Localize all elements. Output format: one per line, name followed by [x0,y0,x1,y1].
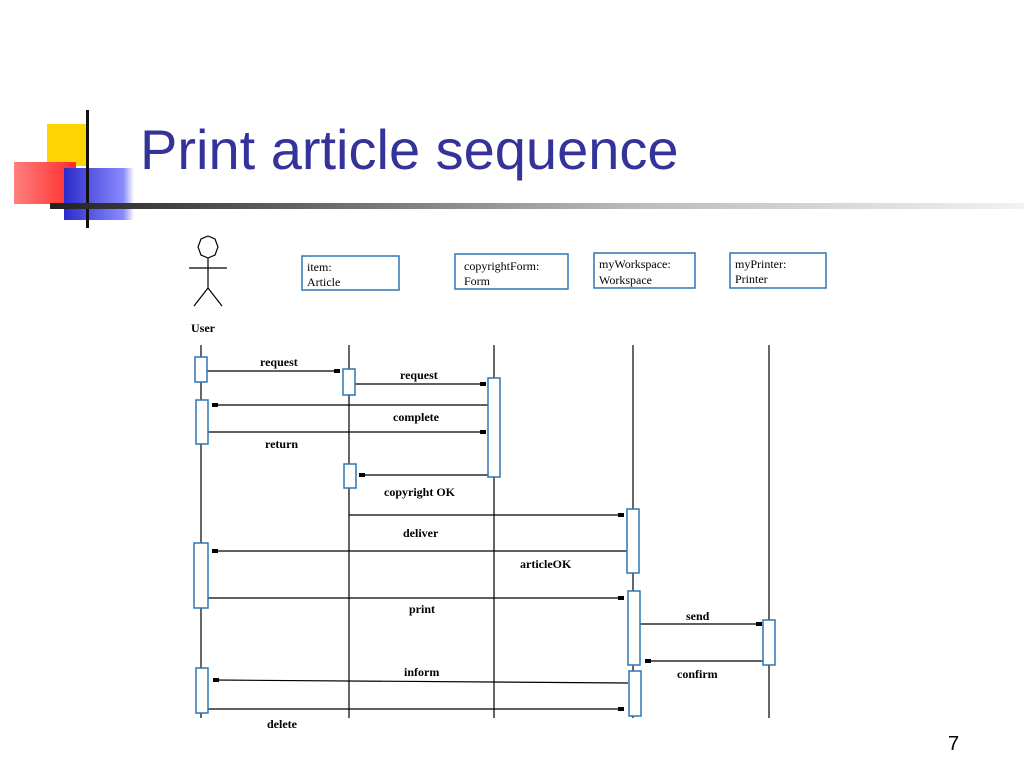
object-class-myworkspace: Workspace [599,273,652,287]
message-label-deliver: deliver [403,526,439,540]
object-name-myprinter: myPrinter: [735,257,786,271]
object-box-myworkspace: myWorkspace: Workspace [593,252,696,289]
page-number: 7 [948,733,960,755]
object-class-copyrightform: Form [464,274,491,288]
message-label-confirm: confirm [677,667,718,681]
object-box-copyrightform: copyrightForm: Form [454,253,569,290]
message-label-request-1: request [260,355,298,369]
object-class-item: Article [307,275,340,289]
activation-user-2 [195,399,209,445]
message-label-article-ok: articleOK [520,557,572,571]
object-name-copyrightform: copyrightForm: [464,259,539,273]
activation-myworkspace-3 [628,670,642,717]
activation-item-1 [342,368,356,396]
activation-copyrightform [487,377,501,478]
activation-myworkspace-2 [627,590,641,666]
message-label-copyright-ok: copyright OK [384,485,456,499]
message-label-send: send [686,609,710,623]
slide-title: Print article sequence [140,118,679,181]
activation-myworkspace-1 [626,508,640,574]
object-name-myworkspace: myWorkspace: [599,257,671,271]
message-label-request-2: request [400,368,438,382]
activation-item-2 [343,463,357,489]
message-label-complete: complete [393,410,440,424]
activation-user-4 [195,667,209,714]
message-label-print: print [409,602,435,616]
message-arrow-confirm [213,679,629,684]
object-box-item: item: Article [301,255,400,291]
message-label-inform: inform [404,665,439,679]
object-box-myprinter: myPrinter: Printer [729,252,827,289]
object-class-myprinter: Printer [735,272,768,286]
activation-user-1 [194,356,208,383]
activation-myprinter [762,619,776,666]
activation-user-3 [193,542,209,609]
decor-yellow-square [47,124,87,166]
title-underline-rule [50,203,1024,209]
message-label-delete: delete [267,717,298,731]
user-actor-icon [189,235,227,307]
actor-label: User [191,321,216,335]
decor-vertical-rule [86,110,89,228]
decor-blue-square [64,168,134,220]
object-name-item: item: [307,260,332,274]
message-label-return: return [265,437,298,451]
